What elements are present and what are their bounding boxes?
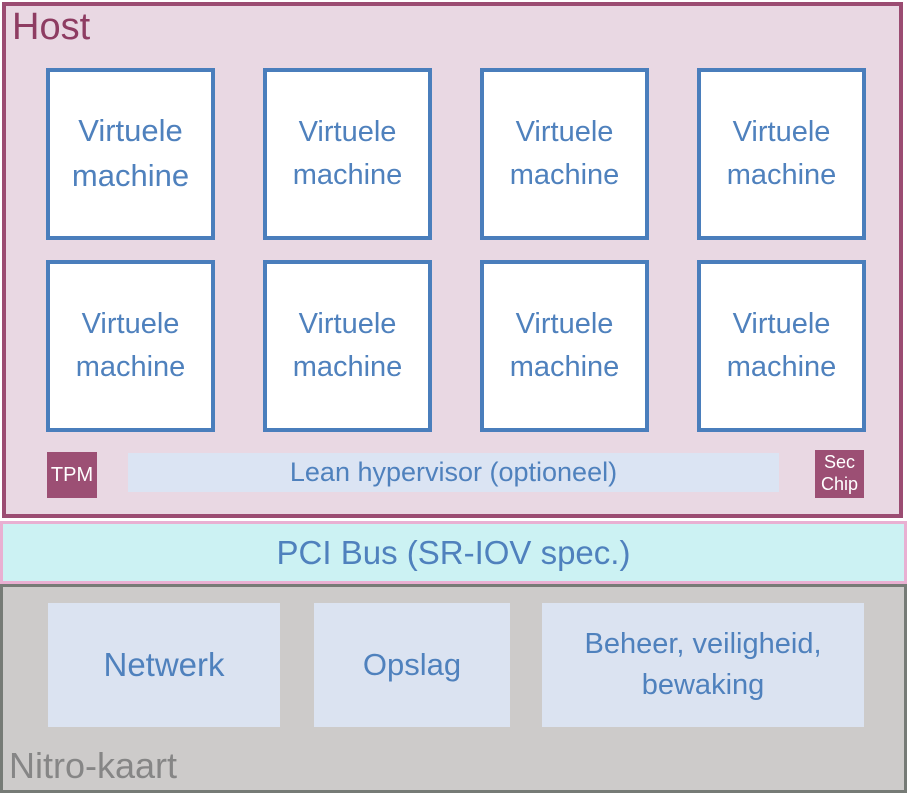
sec-chip: Sec Chip [815,450,864,498]
vm-box-8: Virtuele machine [697,260,866,432]
vm-label: Virtuele machine [292,115,403,192]
vm-label: Virtuele machine [71,113,190,193]
vm-box-1: Virtuele machine [46,68,215,240]
vm-label: Virtuele machine [509,115,620,192]
vm-label: Virtuele machine [726,307,837,384]
vm-box-5: Virtuele machine [46,260,215,432]
vm-label: Virtuele machine [726,115,837,192]
tpm-chip: TPM [47,452,97,498]
sec-chip-label: Sec Chip [820,452,859,494]
nitro-card-label: Nitro-kaart [9,745,178,787]
beheer-box: Beheer, veiligheid, bewaking [542,603,864,727]
beheer-label: Beheer, veiligheid, bewaking [584,628,822,701]
vm-box-6: Virtuele machine [263,260,432,432]
opslag-label: Opslag [362,647,462,683]
vm-label: Virtuele machine [75,307,186,384]
netwerk-box: Netwerk [48,603,280,727]
hypervisor-bar: Lean hypervisor (optioneel) [128,453,779,492]
netwerk-label: Netwerk [103,645,225,683]
pci-bus-label: PCI Bus (SR-IOV spec.) [276,533,631,571]
pci-bus-bar: PCI Bus (SR-IOV spec.) [0,521,907,584]
hypervisor-label: Lean hypervisor (optioneel) [289,457,618,487]
nitro-card-container: Netwerk Opslag Beheer, veiligheid, bewak… [0,584,907,793]
vm-box-4: Virtuele machine [697,68,866,240]
vm-box-3: Virtuele machine [480,68,649,240]
tpm-label: TPM [50,463,94,486]
vm-label: Virtuele machine [509,307,620,384]
vm-box-2: Virtuele machine [263,68,432,240]
opslag-box: Opslag [314,603,510,727]
host-label: Host [12,6,91,48]
vm-box-7: Virtuele machine [480,260,649,432]
host-container: Host Virtuele machine Virtuele machine V… [2,2,903,518]
vm-label: Virtuele machine [292,307,403,384]
